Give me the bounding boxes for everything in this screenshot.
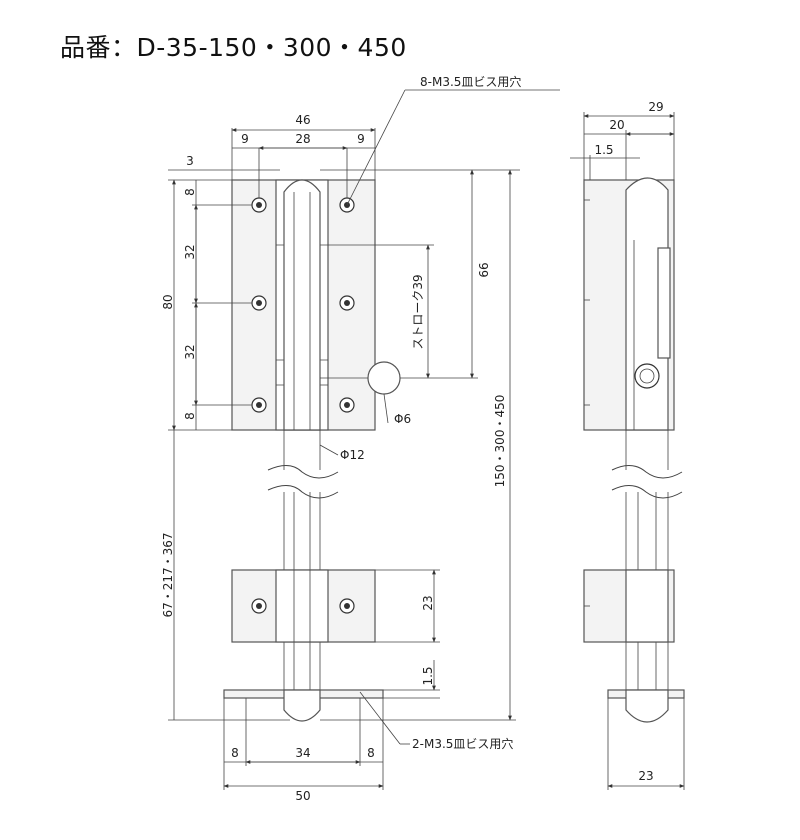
- bottom-dimensions: [223, 698, 384, 790]
- catch-bracket: [231, 569, 376, 643]
- left-dimensions: [168, 169, 290, 721]
- top-dimensions: [231, 128, 376, 198]
- dim-9-right: 9: [357, 132, 365, 146]
- dim-23-side: 23: [638, 769, 653, 783]
- screw-holes-top: [251, 197, 355, 413]
- dim-80: 80: [161, 294, 175, 309]
- dim-total-length: 150・300・450: [493, 395, 507, 488]
- side-view: [583, 177, 685, 723]
- dim-3: 3: [186, 154, 194, 168]
- dim-66: 66: [477, 262, 491, 277]
- dim-8-top: 8: [183, 188, 197, 196]
- dim-8-bottom-right: 8: [367, 746, 375, 760]
- dim-32-upper: 32: [183, 244, 197, 259]
- dim-9-left: 9: [241, 132, 249, 146]
- dim-8-bottom: 8: [183, 412, 197, 420]
- dim-32-lower: 32: [183, 344, 197, 359]
- label-stroke: ストローク39: [411, 274, 425, 349]
- dim-rod-length: 67・217・367: [161, 532, 175, 617]
- page-title: 品番：D-35-150・300・450: [60, 33, 407, 62]
- leader-lines: [319, 89, 560, 745]
- dim-1-5-side: 1.5: [594, 143, 613, 157]
- dim-8-bottom-left: 8: [231, 746, 239, 760]
- label-phi12: Φ12: [340, 448, 365, 462]
- dim-1-5-plate: 1.5: [421, 666, 435, 685]
- dim-46: 46: [295, 113, 310, 127]
- label-phi6: Φ6: [394, 412, 411, 426]
- dim-29: 29: [648, 100, 663, 114]
- right-dimensions: [320, 169, 520, 721]
- dim-28: 28: [295, 132, 310, 146]
- dim-50: 50: [295, 789, 310, 803]
- label-screw-bottom: 2-M3.5皿ビス用穴: [412, 736, 513, 751]
- rod-break: [267, 430, 339, 700]
- side-dimensions: [570, 112, 685, 790]
- dim-34: 34: [295, 746, 310, 760]
- label-screw-top: 8-M3.5皿ビス用穴: [420, 74, 521, 89]
- receiver-plate: [223, 689, 384, 722]
- dim-20: 20: [609, 118, 624, 132]
- dim-23-catch: 23: [421, 595, 435, 610]
